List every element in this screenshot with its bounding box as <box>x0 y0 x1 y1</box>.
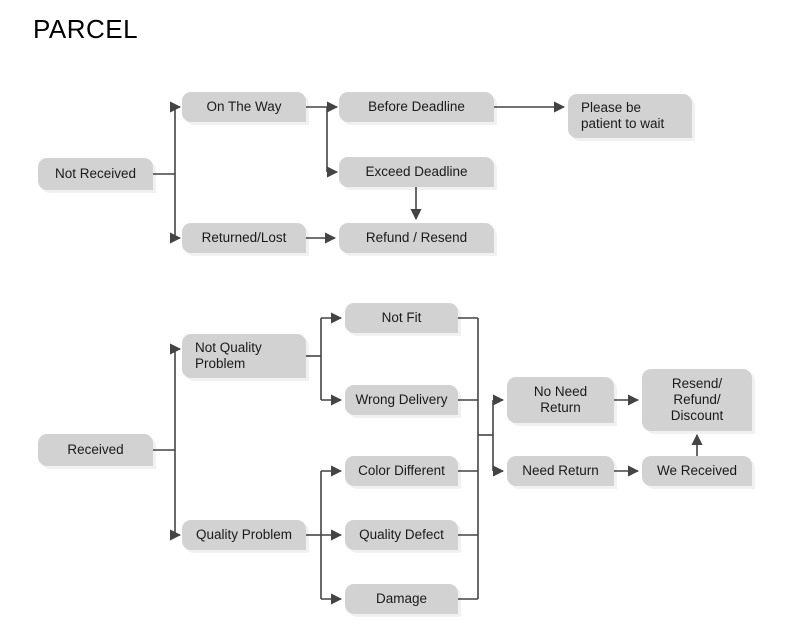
node-label: Exceed Deadline <box>365 164 468 179</box>
node-label: No Need Return <box>533 384 588 415</box>
node-received[interactable]: Received <box>38 434 153 466</box>
node-quality-defect[interactable]: Quality Defect <box>345 520 458 550</box>
node-label: Not Fit <box>381 310 422 325</box>
node-returned-lost[interactable]: Returned/Lost <box>182 223 306 253</box>
node-color-different[interactable]: Color Different <box>345 456 458 486</box>
node-need-return[interactable]: Need Return <box>507 456 614 486</box>
node-label: Quality Defect <box>359 527 444 542</box>
node-we-received[interactable]: We Received <box>642 456 752 486</box>
node-no-need-return[interactable]: No Need Return <box>507 377 614 423</box>
node-exceed-deadline[interactable]: Exceed Deadline <box>339 157 494 187</box>
node-label: Returned/Lost <box>201 230 287 245</box>
node-label: Before Deadline <box>368 99 465 114</box>
node-resend-refund-discount[interactable]: Resend/ Refund/ Discount <box>642 369 752 431</box>
node-label: Wrong Delivery <box>355 392 448 407</box>
node-before-deadline[interactable]: Before Deadline <box>339 92 494 122</box>
page-title: PARCEL <box>33 14 139 44</box>
node-label: On The Way <box>206 99 282 114</box>
node-label: Refund / Resend <box>365 230 468 245</box>
node-damage[interactable]: Damage <box>345 584 458 614</box>
node-on-the-way[interactable]: On The Way <box>182 92 306 122</box>
node-label: Received <box>67 442 124 457</box>
node-not-quality[interactable]: Not Quality Problem <box>182 334 306 378</box>
node-label: Quality Problem <box>195 527 293 542</box>
node-label: Not Quality Problem <box>195 340 262 371</box>
node-label: Damage <box>375 591 428 606</box>
node-label: Resend/ Refund/ Discount <box>670 376 724 423</box>
node-label: Not Received <box>54 166 137 181</box>
node-not-fit[interactable]: Not Fit <box>345 303 458 333</box>
node-wrong-delivery[interactable]: Wrong Delivery <box>345 385 458 415</box>
node-label: We Received <box>656 463 738 478</box>
node-not-received[interactable]: Not Received <box>38 158 153 190</box>
node-please-be-patient[interactable]: Please be patient to wait <box>568 94 692 138</box>
node-refund-resend[interactable]: Refund / Resend <box>339 223 494 253</box>
node-quality-problem[interactable]: Quality Problem <box>182 520 306 550</box>
node-label: Color Different <box>358 463 445 478</box>
node-label: Please be patient to wait <box>581 100 665 131</box>
node-label: Need Return <box>522 463 599 478</box>
